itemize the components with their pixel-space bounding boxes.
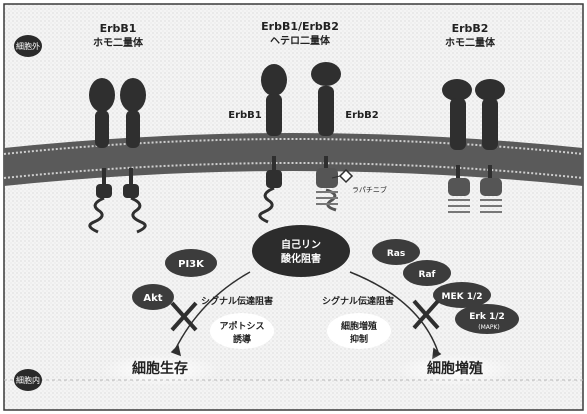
autophosphorylation-inhibition-node (252, 225, 350, 277)
intracellular-label: 細胞内 (16, 375, 40, 385)
autophosphorylation-line1: 自己リン (281, 238, 321, 251)
mek-label: MEK 1/2 (441, 292, 482, 302)
extracellular-label: 細胞外 (16, 41, 40, 51)
lapatinib-label: ラパチニブ (352, 185, 387, 194)
apoptosis-line2: 誘導 (233, 333, 251, 345)
akt-label: Akt (143, 293, 162, 304)
hetero-erbb1-label: ErbB1 (228, 110, 262, 121)
hetero-erbb2-label: ErbB2 (345, 110, 379, 121)
heterodimer-title: ErbB1/ErbB2 (261, 20, 339, 33)
heterodimer-subtitle: ヘテロ二量体 (270, 34, 331, 47)
prolif-inhibition-line1: 細胞増殖 (341, 320, 377, 332)
cell-survival-label: 細胞生存 (132, 360, 188, 377)
erbb2-homodimer-subtitle: ホモ二量体 (445, 36, 496, 49)
erbb1-homodimer-subtitle: ホモ二量体 (93, 36, 144, 49)
signal-block-right-label: シグナル伝達阻害 (322, 295, 394, 307)
signal-block-left-label: シグナル伝達阻害 (201, 295, 273, 307)
cell-proliferation-label: 細胞増殖 (427, 360, 483, 377)
ras-label: Ras (387, 249, 405, 259)
mapk-label: (MAPK) (478, 324, 500, 331)
prolif-inhibition-line2: 抑制 (350, 333, 368, 345)
autophosphorylation-line2: 酸化阻害 (281, 252, 321, 265)
erbb1-homodimer-title: ErbB1 (100, 22, 137, 35)
erk-label: Erk 1/2 (469, 312, 505, 322)
erbb2-homodimer-title: ErbB2 (452, 22, 489, 35)
apoptosis-line1: アポトシス (219, 320, 264, 332)
raf-label: Raf (419, 270, 436, 280)
pi3k-label: PI3K (178, 259, 205, 270)
